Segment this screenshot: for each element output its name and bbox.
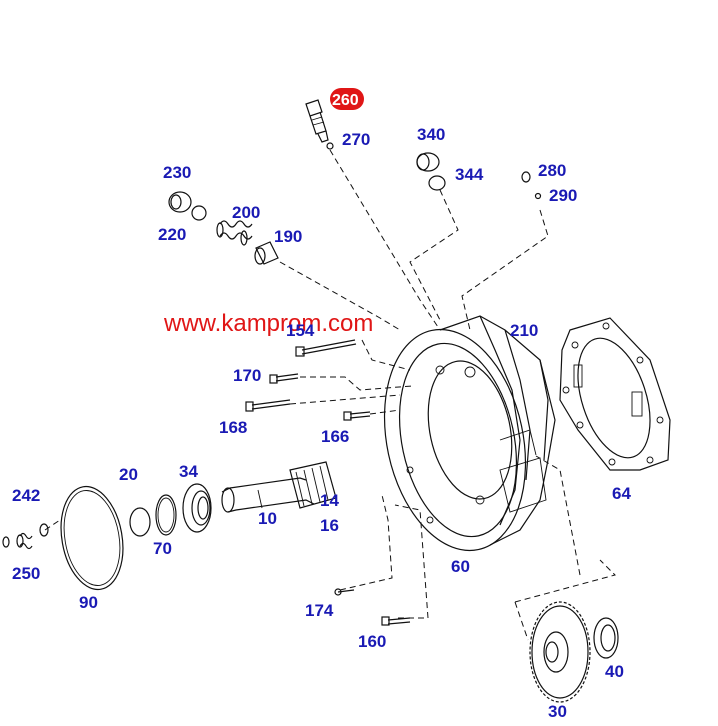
part-label-70[interactable]: 70 <box>153 539 172 558</box>
part-168-bolt[interactable] <box>245 399 291 412</box>
part-230-plug[interactable] <box>168 191 192 213</box>
part-154-bolt[interactable] <box>295 339 357 357</box>
part-344-oring[interactable] <box>428 175 446 191</box>
part-190-piston[interactable] <box>254 241 279 265</box>
watermark-text: www.kamprom.com <box>163 310 373 337</box>
part-label-290[interactable]: 290 <box>549 186 577 205</box>
part-250-spring[interactable] <box>2 532 33 550</box>
part-10-shaft[interactable] <box>221 461 337 513</box>
part-label-174[interactable]: 174 <box>305 601 334 620</box>
part-290-oring[interactable] <box>534 192 542 200</box>
part-label-168[interactable]: 168 <box>219 418 247 437</box>
part-labels: 270 340 344 280 290 230 220 200 190 154 … <box>12 125 631 721</box>
part-label-16[interactable]: 16 <box>320 516 339 535</box>
leader-lines <box>44 149 616 641</box>
part-30-gear[interactable] <box>529 601 591 703</box>
part-label-242[interactable]: 242 <box>12 486 40 505</box>
part-40-bearing[interactable] <box>593 617 619 659</box>
highlight-badge <box>330 88 364 110</box>
part-242-washer[interactable] <box>39 523 49 537</box>
part-label-210[interactable]: 210 <box>510 321 538 340</box>
highlight-callout-260[interactable]: 260 <box>330 88 364 110</box>
part-170-bolt[interactable] <box>269 373 299 384</box>
part-label-34[interactable]: 34 <box>179 462 198 481</box>
part-label-170[interactable]: 170 <box>233 366 261 385</box>
part-60-housing[interactable] <box>365 315 556 564</box>
part-label-30[interactable]: 30 <box>548 702 567 721</box>
part-90-cover[interactable] <box>53 482 130 595</box>
part-label-14[interactable]: 14 <box>320 491 339 510</box>
part-label-344[interactable]: 344 <box>455 165 484 184</box>
part-label-40[interactable]: 40 <box>605 662 624 681</box>
part-70-ring[interactable] <box>155 494 177 536</box>
part-label-90[interactable]: 90 <box>79 593 98 612</box>
part-label-160[interactable]: 160 <box>358 632 386 651</box>
part-220-oring[interactable] <box>191 205 207 221</box>
part-174-bolt[interactable] <box>334 588 355 596</box>
part-280-plug[interactable] <box>521 171 531 183</box>
part-166-bolt[interactable] <box>343 411 371 421</box>
part-label-230[interactable]: 230 <box>163 163 191 182</box>
part-270-oring[interactable] <box>326 142 334 150</box>
part-340-plug[interactable] <box>416 152 440 172</box>
part-label-220[interactable]: 220 <box>158 225 186 244</box>
part-160-bolt[interactable] <box>381 616 411 626</box>
part-260-sensor[interactable] <box>305 99 329 143</box>
part-34-bearing[interactable] <box>182 483 212 533</box>
part-label-280[interactable]: 280 <box>538 161 566 180</box>
part-label-166[interactable]: 166 <box>321 427 349 446</box>
part-label-270[interactable]: 270 <box>342 130 370 149</box>
part-label-10[interactable]: 10 <box>258 509 277 528</box>
part-label-340[interactable]: 340 <box>417 125 445 144</box>
part-20-ring[interactable] <box>129 507 151 537</box>
part-label-260: 260 <box>332 92 359 109</box>
part-label-200[interactable]: 200 <box>232 203 260 222</box>
part-label-190[interactable]: 190 <box>274 227 302 246</box>
part-label-64[interactable]: 64 <box>612 484 631 503</box>
part-label-20[interactable]: 20 <box>119 465 138 484</box>
part-200-spring[interactable] <box>216 220 253 246</box>
part-label-154[interactable]: 154 <box>286 321 315 340</box>
part-label-60[interactable]: 60 <box>451 557 470 576</box>
part-64-gasket[interactable] <box>559 317 671 471</box>
part-label-250[interactable]: 250 <box>12 564 40 583</box>
